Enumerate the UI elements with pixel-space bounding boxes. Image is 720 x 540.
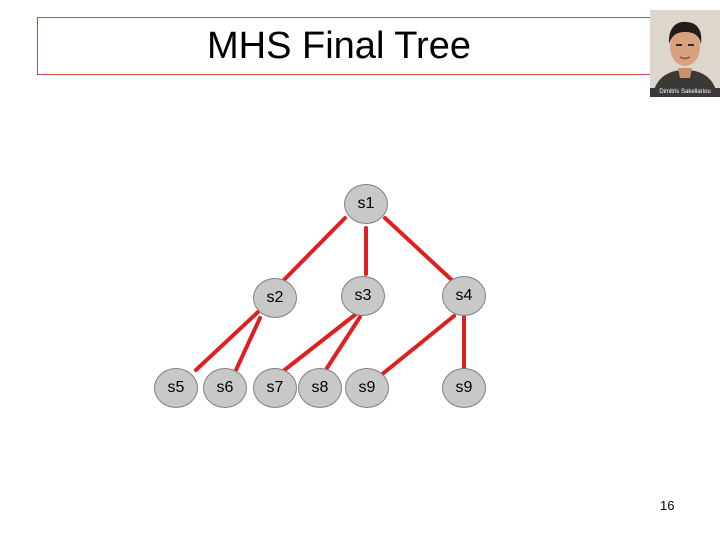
person-portrait-icon <box>650 10 720 97</box>
tree-node-s6: s6 <box>203 368 247 408</box>
title-box: MHS Final Tree <box>37 17 651 75</box>
tree-node-s2: s2 <box>253 278 297 318</box>
edge-s3-s8 <box>325 315 362 370</box>
slide-title: MHS Final Tree <box>207 24 471 67</box>
edge-s2-s6 <box>234 316 262 372</box>
edge-s4-s9a <box>378 314 456 378</box>
node-label: s5 <box>167 379 185 396</box>
edge-s2-s5 <box>194 310 260 372</box>
edge-s1-s4 <box>383 216 457 285</box>
photo-caption: Dimitris Sakellariou <box>650 88 720 97</box>
edge-s1-s2 <box>274 216 347 290</box>
node-label: s6 <box>216 379 234 396</box>
node-label: s8 <box>311 379 329 396</box>
tree-node-s4: s4 <box>442 276 486 316</box>
edge-s3-s7 <box>280 312 358 374</box>
tree-node-s1: s1 <box>344 184 388 224</box>
tree-node-s8: s8 <box>298 368 342 408</box>
tree-node-s9-left: s9 <box>345 368 389 408</box>
tree-node-s3: s3 <box>341 276 385 316</box>
node-label: s3 <box>354 287 372 304</box>
node-label: s4 <box>455 287 473 304</box>
node-label: s2 <box>266 289 284 306</box>
node-label: s9 <box>455 379 473 396</box>
page-number: 16 <box>660 498 675 513</box>
node-label: s9 <box>358 379 376 396</box>
node-label: s1 <box>357 195 375 212</box>
author-photo: Dimitris Sakellariou <box>650 10 720 97</box>
node-label: s7 <box>266 379 284 396</box>
tree-node-s7: s7 <box>253 368 297 408</box>
tree-node-s9-right: s9 <box>442 368 486 408</box>
tree-node-s5: s5 <box>154 368 198 408</box>
